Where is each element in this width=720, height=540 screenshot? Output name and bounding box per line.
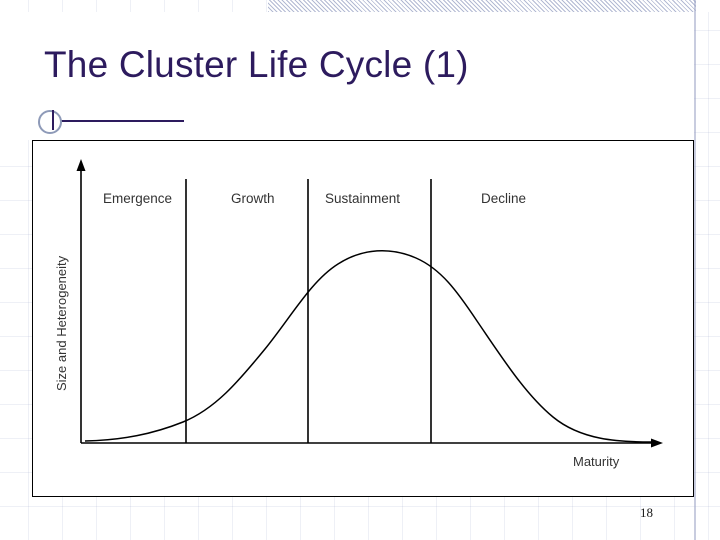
slide-header-background xyxy=(0,12,694,140)
title-underline xyxy=(42,120,184,122)
y-axis-arrowhead xyxy=(76,159,86,171)
phase-label-decline: Decline xyxy=(481,191,526,206)
chart-canvas: Emergence Growth Sustainment Decline Siz… xyxy=(54,159,663,469)
bullet-bar-icon xyxy=(52,110,54,130)
right-vertical-rule xyxy=(694,0,696,540)
slide-number: 18 xyxy=(640,505,653,520)
cluster-life-cycle-curve xyxy=(84,250,652,443)
phase-label-emergence: Emergence xyxy=(103,191,172,206)
bullet-circle-icon xyxy=(38,110,62,134)
cluster-life-cycle-chart: Emergence Growth Sustainment Decline Siz… xyxy=(32,140,694,497)
decorative-band-end-cap xyxy=(696,0,720,12)
phase-label-growth: Growth xyxy=(231,191,275,206)
phase-label-sustainment: Sustainment xyxy=(325,191,400,206)
y-axis-label: Size and Heterogeneity xyxy=(54,255,69,391)
x-axis-arrowhead xyxy=(651,438,663,448)
decorative-hatched-band xyxy=(268,0,696,12)
slide-title: The Cluster Life Cycle (1) xyxy=(44,44,469,85)
x-axis-label: Maturity xyxy=(573,454,620,469)
